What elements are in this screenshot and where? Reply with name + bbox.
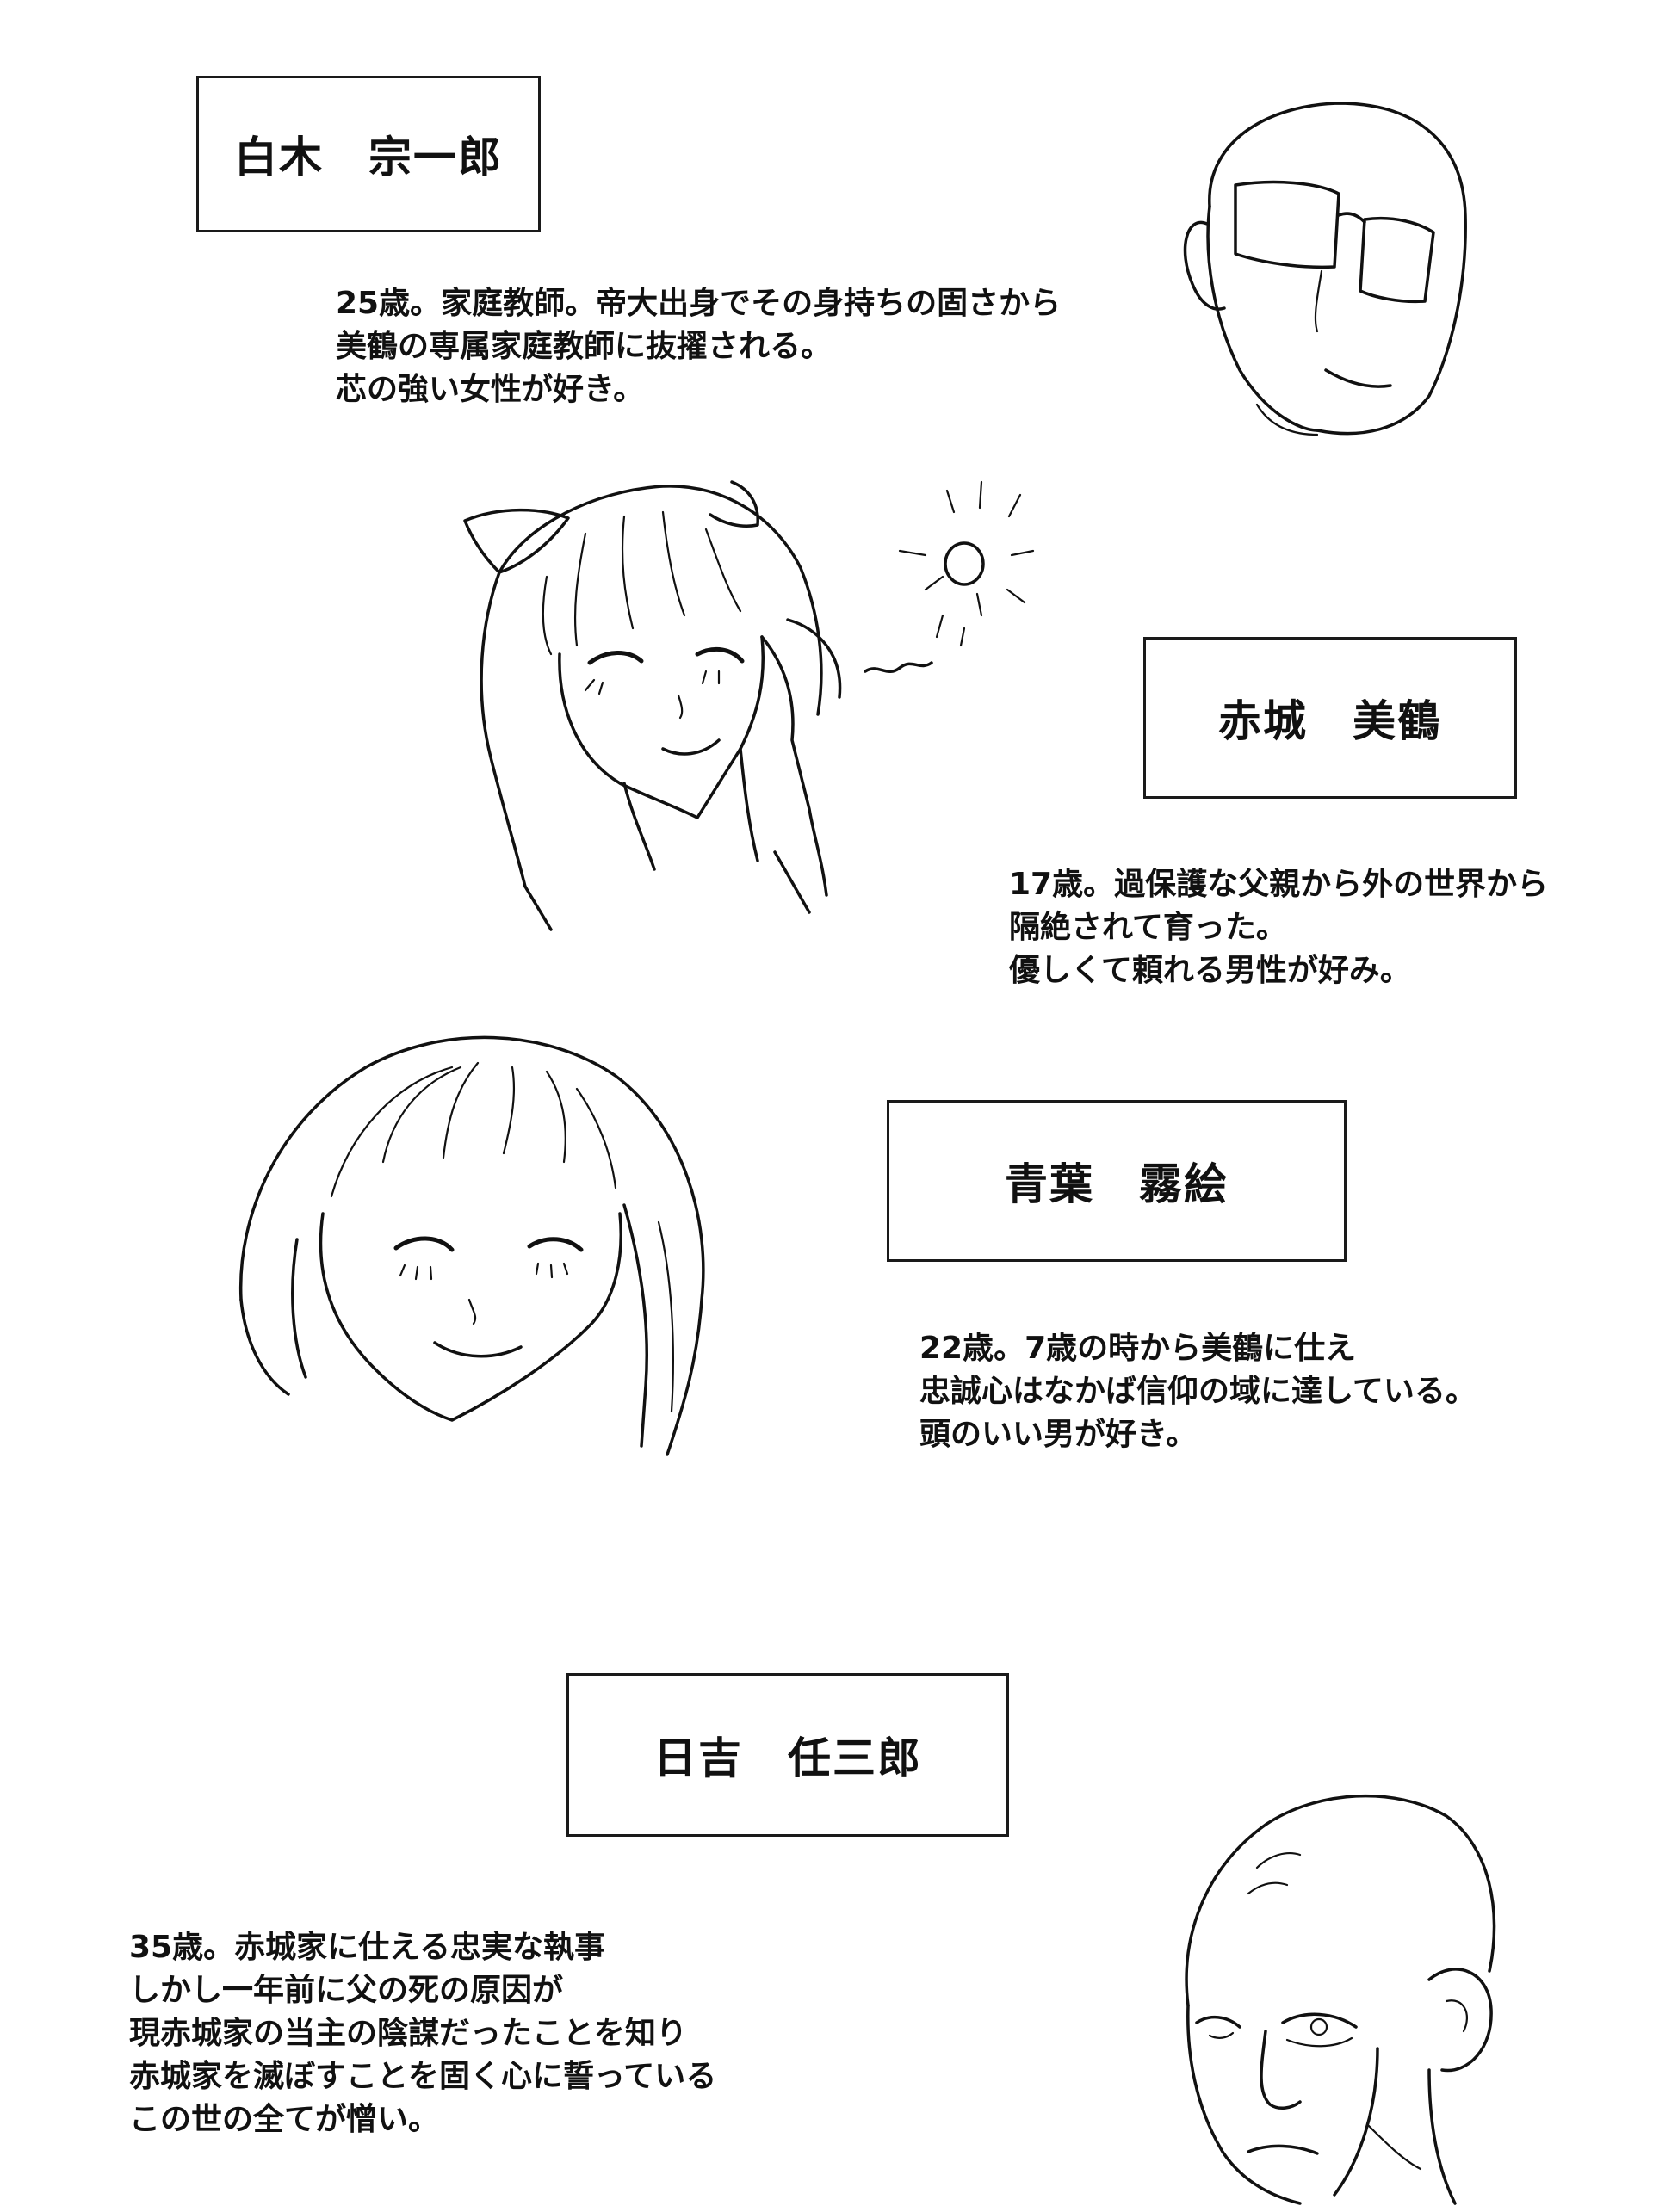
profile-line: 忠誠心はなかば信仰の域に達している。 bbox=[919, 1374, 1477, 1409]
profile-line: 赤城家を滅ぼすことを固く心に誓っている bbox=[129, 2059, 717, 2094]
profile-line: 芯の強い女性が好き。 bbox=[336, 372, 645, 407]
profile-line: しかし一年前に父の死の原因が bbox=[129, 1973, 564, 2008]
profile-text-hiyoshi: 35歳。赤城家に仕える忠実な執事 しかし一年前に父の死の原因が 現赤城家の当主の… bbox=[129, 1926, 716, 2141]
bald-man-glasses-portrait-icon bbox=[1183, 102, 1467, 436]
profile-line: 25歳。家庭教師。帝大出身でその身持ちの固さから bbox=[336, 286, 1062, 321]
bob-hair-woman-portrait-icon bbox=[238, 1035, 705, 1456]
profile-line: 現赤城家の当主の陰謀だったことを知り bbox=[129, 2016, 688, 2051]
profile-text-akagi: 17歳。過保護な父親から外の世界から 隔絶されて育った。 優しくて頼れる男性が好… bbox=[1009, 863, 1548, 992]
profile-text-shiraki: 25歳。家庭教師。帝大出身でその身持ちの固さから 美鶴の専属家庭教師に抜擢される… bbox=[336, 282, 1061, 411]
profile-line: 隔絶されて育った。 bbox=[1009, 910, 1287, 945]
name-box-shiraki: 白木 宗一郎 bbox=[196, 76, 541, 232]
name-box-hiyoshi: 日吉 任三郎 bbox=[566, 1673, 1009, 1837]
name-box-akagi: 赤城 美鶴 bbox=[1143, 637, 1517, 799]
profile-text-aoba: 22歳。7歳の時から美鶴に仕え 忠誠心はなかば信仰の域に達している。 頭のいい男… bbox=[919, 1327, 1477, 1456]
name-box-aoba: 青葉 霧絵 bbox=[887, 1100, 1347, 1262]
profile-line: 35歳。赤城家に仕える忠実な執事 bbox=[129, 1930, 606, 1965]
profile-line: 優しくて頼れる男性が好み。 bbox=[1009, 953, 1411, 988]
profile-line: 22歳。7歳の時から美鶴に仕え bbox=[919, 1331, 1357, 1366]
ponytail-girl-portrait-icon bbox=[463, 480, 1035, 931]
profile-line: この世の全てが憎い。 bbox=[129, 2102, 440, 2137]
profile-line: 頭のいい男が好き。 bbox=[919, 1417, 1198, 1452]
profile-line: 美鶴の専属家庭教師に抜擢される。 bbox=[336, 329, 833, 364]
bald-man-glaring-portrait-icon bbox=[1185, 1794, 1496, 2205]
profile-line: 17歳。過保護な父親から外の世界から bbox=[1009, 867, 1549, 902]
